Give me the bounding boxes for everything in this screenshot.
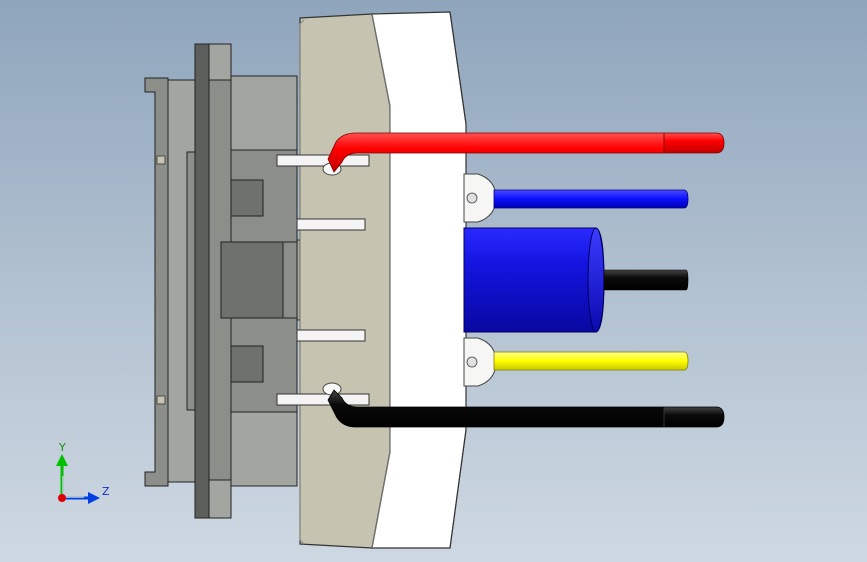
capacitor[interactable]: [463, 227, 689, 333]
axis-z-label: Z: [102, 485, 110, 498]
wire-red[interactable]: [327, 132, 725, 173]
terminal-lugs[interactable]: [463, 173, 497, 387]
origin-icon: [58, 494, 66, 502]
triad-plane-icon: [62, 476, 84, 498]
y-axis-arrow-icon: [56, 454, 68, 466]
switch-body[interactable]: [167, 43, 318, 519]
terminal-blades[interactable]: [276, 154, 370, 406]
wire-yellow[interactable]: [493, 351, 689, 371]
axis-y-label: Y: [59, 441, 66, 454]
triad-axes: [56, 454, 100, 504]
wire-blue[interactable]: [493, 189, 689, 209]
coordinate-triad: Y Z: [40, 438, 120, 518]
front-flange[interactable]: [299, 13, 391, 549]
wire-black[interactable]: [327, 389, 725, 428]
z-axis-arrow-icon: [88, 492, 100, 504]
